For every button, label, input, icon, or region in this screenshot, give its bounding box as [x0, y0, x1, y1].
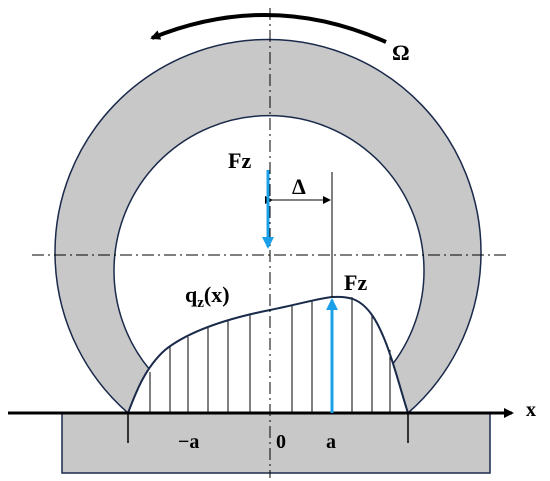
- x-axis-label: x: [526, 399, 536, 421]
- tire-ring: [54, 38, 482, 415]
- rotation-arrow: [150, 13, 387, 44]
- omega-label: Ω: [392, 40, 410, 65]
- pressure-area: [128, 296, 408, 413]
- tick-label-a: a: [326, 431, 336, 453]
- pressure-hatching: [149, 297, 391, 413]
- pressure-label: qz(x): [185, 282, 230, 311]
- tick-label-neg-a: −a: [178, 431, 200, 453]
- tick-label-zero: 0: [276, 431, 286, 453]
- pressure-label-subscript: z: [197, 295, 204, 311]
- pressure-curve: [127, 295, 409, 414]
- reaction-force-label: Fz: [344, 270, 368, 295]
- ground-block: [61, 412, 491, 474]
- axis-ticks: [127, 413, 409, 443]
- pressure-label-argument: (x): [203, 282, 230, 307]
- offset-label: Δ: [292, 174, 306, 199]
- pressure-label-base: q: [185, 282, 198, 307]
- applied-force-label: Fz: [228, 148, 252, 173]
